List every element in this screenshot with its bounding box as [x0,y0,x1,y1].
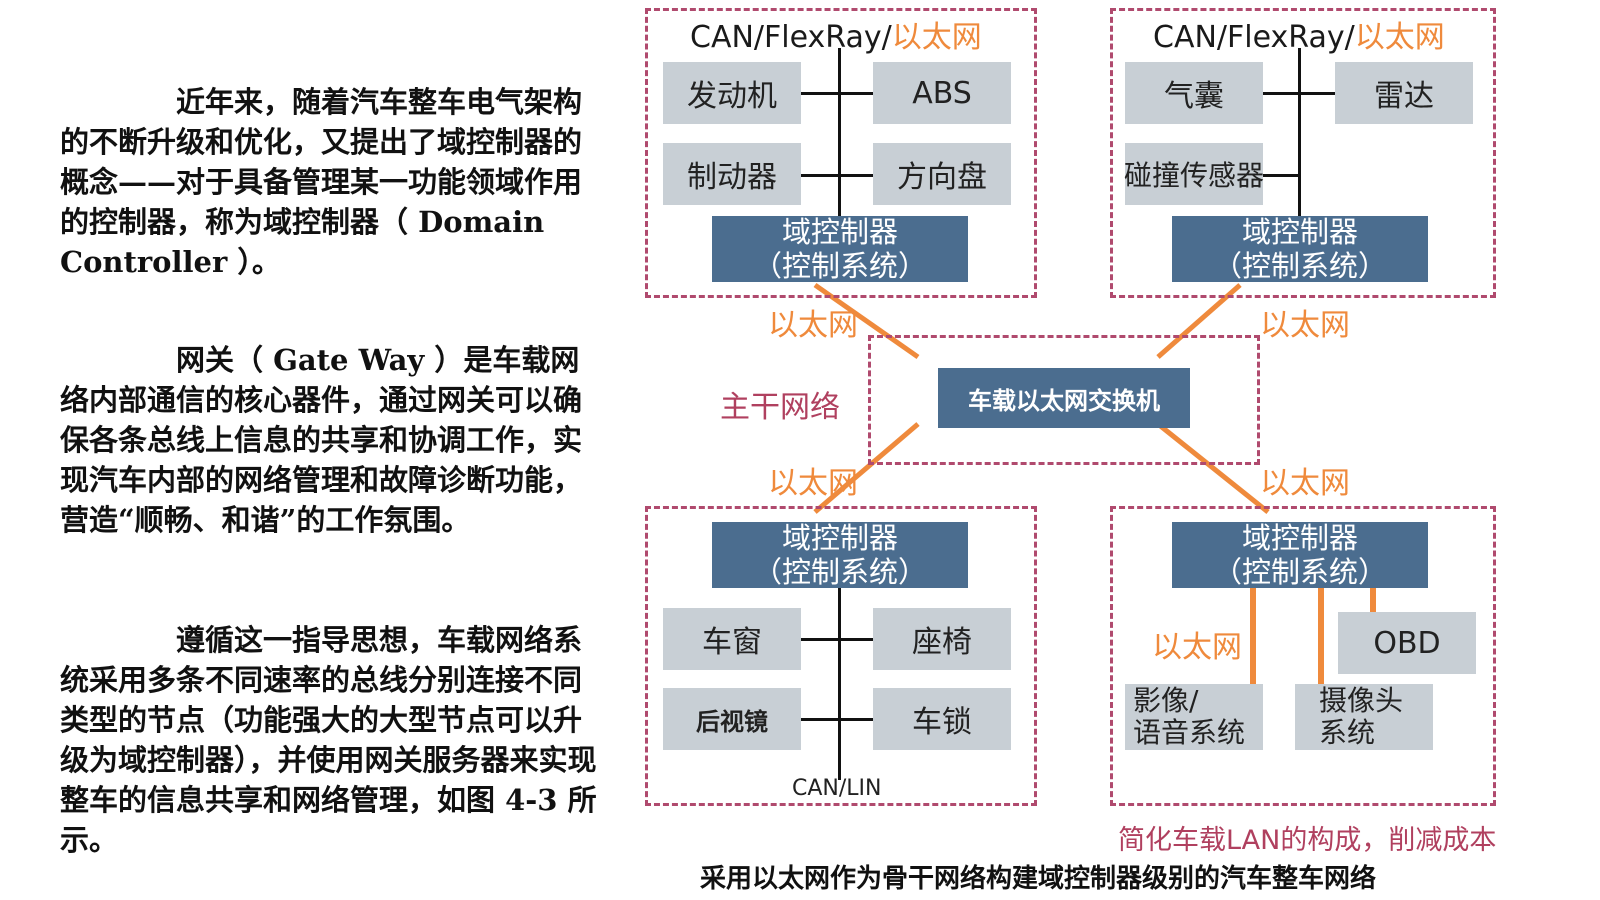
node-seat: 座椅 [873,608,1011,670]
bus-line-tr [1298,48,1301,216]
node-engine: 发动机 [663,62,801,124]
paragraph-domain-controller: 近年来，随着汽车整车电气架构的不断升级和优化，又提出了域控制器的概念——对于具备… [60,85,583,279]
node-rearview-mirror: 后视镜 [663,688,801,750]
controller-subtitle: （控制系统） [752,555,927,589]
conn-bl [813,422,920,514]
controller-title: 域控制器 [781,215,898,249]
bus-branch [1262,92,1336,95]
bus-label-can-lin: CAN/LIN [792,776,882,801]
paragraph-gateway: 网关（ Gate Way ）是车载网络内部通信的核心器件，通过网关可以确保各条总… [60,343,583,537]
bus-branch [800,638,874,641]
node-brake: 制动器 [663,143,801,205]
bus-branch [1262,174,1300,177]
eth-link-camera [1318,588,1324,686]
bus-header-top-left: CAN/FlexRay/以太网 [690,12,982,56]
ethernet-switch: 车载以太网交换机 [938,368,1190,428]
bus-header-top-right: CAN/FlexRay/以太网 [1153,12,1445,56]
node-media-voice-system: 影像/ 语音系统 [1125,684,1263,750]
backbone-label: 主干网络 [720,390,840,425]
controller-title: 域控制器 [1241,521,1358,555]
bus-branch [800,718,874,721]
node-door-lock: 车锁 [873,688,1011,750]
bus-ethernet: 以太网 [1354,20,1445,55]
domain-controller-top-right: 域控制器 （控制系统） [1172,215,1428,283]
domain-controller-bottom-left: 域控制器 （控制系统） [712,521,968,589]
controller-subtitle: （控制系统） [1212,249,1387,283]
backbone-box [868,335,1260,465]
node-collision-sensor: 碰撞传感器 [1124,143,1264,205]
domain-controller-top-left: 域控制器 （控制系统） [712,215,968,283]
bus-branch [800,174,874,177]
figure-caption: 采用以太网作为骨干网络构建域控制器级别的汽车整车网络 [700,864,1377,894]
bus-prefix: CAN/FlexRay/ [1153,20,1355,55]
bus-branch [800,92,874,95]
paragraph-guideline: 遵循这一指导思想，车载网络系统采用多条不同速率的总线分别连接不同类型的节点（功能… [60,623,597,857]
ethernet-label-br-inner: 以太网 [1152,630,1242,665]
ethernet-label-tl: 以太网 [768,308,858,343]
node-radar: 雷达 [1335,62,1473,124]
controller-title: 域控制器 [1241,215,1358,249]
eth-link-obd [1370,588,1376,612]
domain-box-bottom-left [645,506,1037,806]
conn-br [1156,422,1270,514]
bus-line-tl [838,48,841,216]
node-camera-system: 摄像头 系统 [1295,684,1433,750]
ethernet-label-bl: 以太网 [768,466,858,501]
bus-prefix: CAN/FlexRay/ [690,20,892,55]
node-obd: OBD [1338,612,1476,674]
node-steering-wheel: 方向盘 [873,143,1011,205]
controller-subtitle: （控制系统） [752,249,927,283]
ethernet-label-br: 以太网 [1260,466,1350,501]
domain-controller-bottom-right: 域控制器 （控制系统） [1172,521,1428,589]
bus-line-bl [838,588,841,780]
node-abs: ABS [873,62,1011,124]
ethernet-label-tr: 以太网 [1260,308,1350,343]
node-window: 车窗 [663,608,801,670]
controller-title: 域控制器 [781,521,898,555]
controller-subtitle: （控制系统） [1212,555,1387,589]
domain-box-top-right [1110,8,1496,298]
cost-reduction-note: 简化车载LAN的构成，削减成本 [1118,825,1497,856]
eth-link-media [1250,588,1256,686]
bus-ethernet: 以太网 [891,20,982,55]
domain-box-bottom-right [1110,506,1496,806]
node-airbag: 气囊 [1125,62,1263,124]
domain-box-top-left [645,8,1037,298]
